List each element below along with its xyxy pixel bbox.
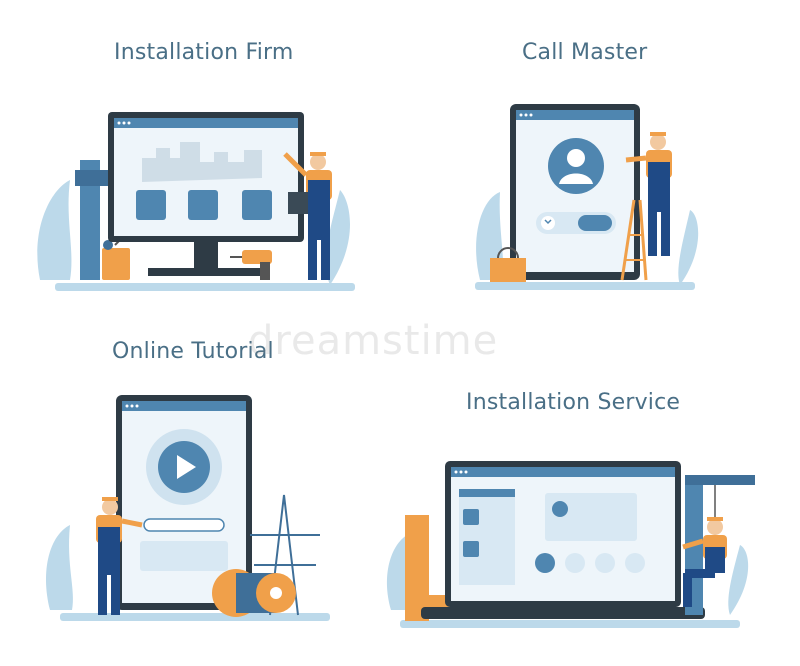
dot-1[interactable]	[535, 553, 555, 573]
installation-service-title: Installation Service	[466, 390, 681, 415]
online-tutorial-scene	[46, 395, 330, 621]
tile-1[interactable]	[136, 190, 166, 220]
watermark: dreamstime	[248, 318, 499, 364]
drill-icon	[242, 250, 272, 264]
play-icon	[177, 455, 196, 479]
worker-head	[310, 154, 326, 170]
online-tutorial-title: Online Tutorial	[112, 339, 274, 364]
call-master-title: Call Master	[522, 40, 648, 65]
pylon-icon	[250, 494, 320, 616]
service-item-1[interactable]	[463, 509, 479, 525]
installation-firm-title: Installation Firm	[114, 40, 294, 65]
dot-3[interactable]	[595, 553, 615, 573]
installation-firm-scene	[37, 112, 355, 291]
call-button[interactable]	[578, 215, 612, 231]
tile-2[interactable]	[188, 190, 218, 220]
service-item-2[interactable]	[463, 541, 479, 557]
tutorial-search-input[interactable]	[143, 518, 225, 532]
crane-box	[102, 248, 130, 280]
toolbox-icon	[490, 258, 526, 282]
phone-icon	[544, 219, 552, 225]
tile-3[interactable]	[242, 190, 272, 220]
installation-service-scene	[386, 461, 755, 628]
dot-2[interactable]	[565, 553, 585, 573]
call-master-scene	[475, 104, 699, 290]
dot-4[interactable]	[625, 553, 645, 573]
